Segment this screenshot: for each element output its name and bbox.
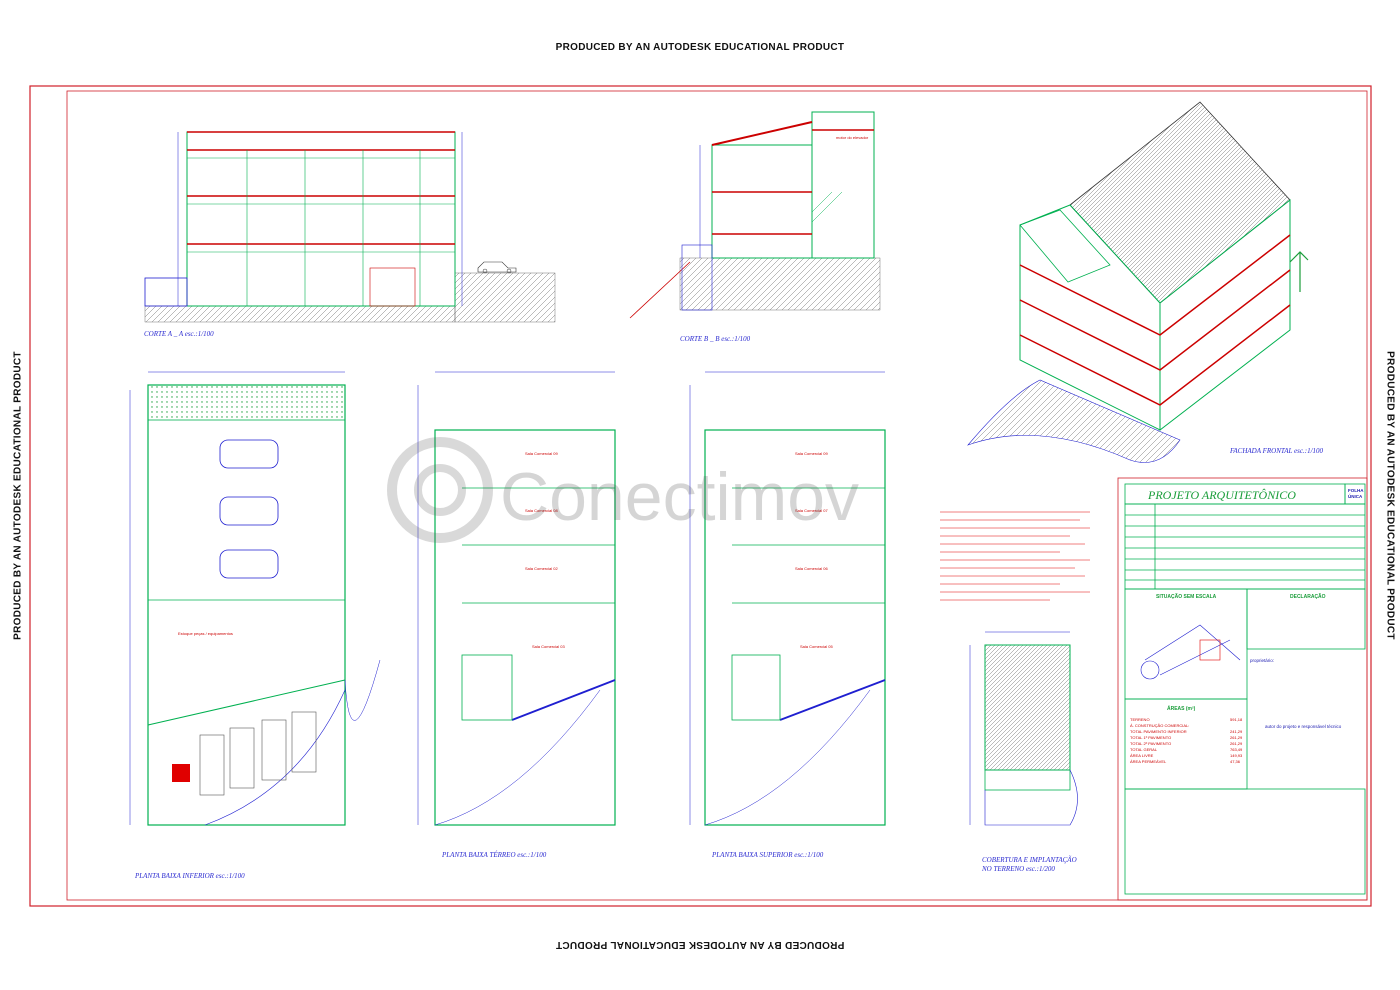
planta-terreo-drawing xyxy=(417,371,616,826)
corte-a-drawing xyxy=(144,131,556,323)
watermark-stamp-top: PRODUCED BY AN AUTODESK EDUCATIONAL PROD… xyxy=(555,42,845,53)
room-s08-terreo: Sala Comercial 08 xyxy=(525,508,558,513)
estoque-label: Estoque peças / equipamentos xyxy=(178,631,233,636)
motor-elevador-label: motor do elevador xyxy=(836,135,869,140)
autor-label: autor do projeto e responsável técnico xyxy=(1265,724,1342,729)
room-s05-superior: Sala Comercial 05 xyxy=(800,644,833,649)
notes-block xyxy=(940,511,1090,601)
areas-label: ÁREAS (m²) xyxy=(1167,705,1196,712)
cobertura-drawing xyxy=(969,631,1078,826)
area-row-value: 261,29 xyxy=(1230,735,1243,740)
title-block-frame xyxy=(1117,477,1368,901)
planta-superior-title: PLANTA BAIXA SUPERIOR esc.:1/100 xyxy=(711,851,824,859)
planta-terreo-title: PLANTA BAIXA TÉRREO esc.:1/100 xyxy=(441,851,547,859)
area-row-label: TOTAL 2º PAVIMENTO xyxy=(1130,741,1171,746)
area-row-value: 591,18 xyxy=(1230,717,1243,722)
areas-table: TERRENO 591,18 Á. CONSTRUÇÃO COMERCIAL: … xyxy=(1130,717,1243,764)
project-title: PROJETO ARQUITETÔNICO xyxy=(1147,488,1296,502)
corte-b-drawing xyxy=(629,111,881,319)
area-row-label: TOTAL GERAL xyxy=(1130,747,1158,752)
room-s06-superior: Sala Comercial 06 xyxy=(795,566,828,571)
area-row-value: 261,29 xyxy=(1230,741,1243,746)
area-row-label: Á. CONSTRUÇÃO COMERCIAL: xyxy=(1130,723,1189,728)
situacao-label: SITUAÇÃO SEM ESCALA xyxy=(1156,593,1217,600)
planta-inferior-drawing xyxy=(129,371,381,826)
fachada-title: FACHADA FRONTAL esc.:1/100 xyxy=(1229,447,1324,455)
room-s02-terreo: Sala Comercial 02 xyxy=(525,566,558,571)
planta-superior-drawing xyxy=(689,371,886,826)
room-s03-terreo: Sala Comercial 03 xyxy=(532,644,565,649)
proprietario-label: proprietário: xyxy=(1250,658,1274,663)
area-row-label: ÁREA LIVRE xyxy=(1130,753,1154,758)
fachada-drawing xyxy=(967,101,1309,463)
room-s07-superior: Sala Comercial 07 xyxy=(795,508,828,513)
conectimov-watermark: Conectimov xyxy=(387,437,859,543)
declaracao-label: DECLARAÇÃO xyxy=(1290,593,1326,600)
cobertura-title-line2: NO TERRENO esc.:1/200 xyxy=(981,865,1055,873)
sheet-label-2: ÚNICA xyxy=(1348,493,1363,499)
cobertura-title-line1: COBERTURA E IMPLANTAÇÃO xyxy=(982,856,1077,864)
area-row-label: TERRENO xyxy=(1130,717,1150,722)
area-row-label: ÁREA PERMEÁVEL xyxy=(1130,759,1167,764)
planta-inferior-title: PLANTA BAIXA INFERIOR esc.:1/100 xyxy=(134,872,245,880)
area-row-label: TOTAL 1º PAVIMENTO xyxy=(1130,735,1171,740)
sheet-outer-border xyxy=(29,85,1372,907)
room-s09-terreo: Sala Comercial 09 xyxy=(525,451,558,456)
room-s09-superior: Sala Comercial 09 xyxy=(795,451,828,456)
situacao-map xyxy=(1140,624,1241,680)
watermark-text: Conectimov xyxy=(500,459,859,535)
area-row-value: 763,49 xyxy=(1230,747,1243,752)
area-row-label: TOTAL PAVIMENTO INFERIOR xyxy=(1130,729,1187,734)
corte-a-title: CORTE A _ A esc.:1/100 xyxy=(144,330,214,338)
area-row-value: 149,93 xyxy=(1230,753,1243,758)
area-row-value: 47,36 xyxy=(1230,759,1241,764)
corte-b-title: CORTE B _ B esc.:1/100 xyxy=(680,335,751,343)
sheet-label-1: FOLHA xyxy=(1348,488,1364,493)
area-row-value: 241,29 xyxy=(1230,729,1243,734)
